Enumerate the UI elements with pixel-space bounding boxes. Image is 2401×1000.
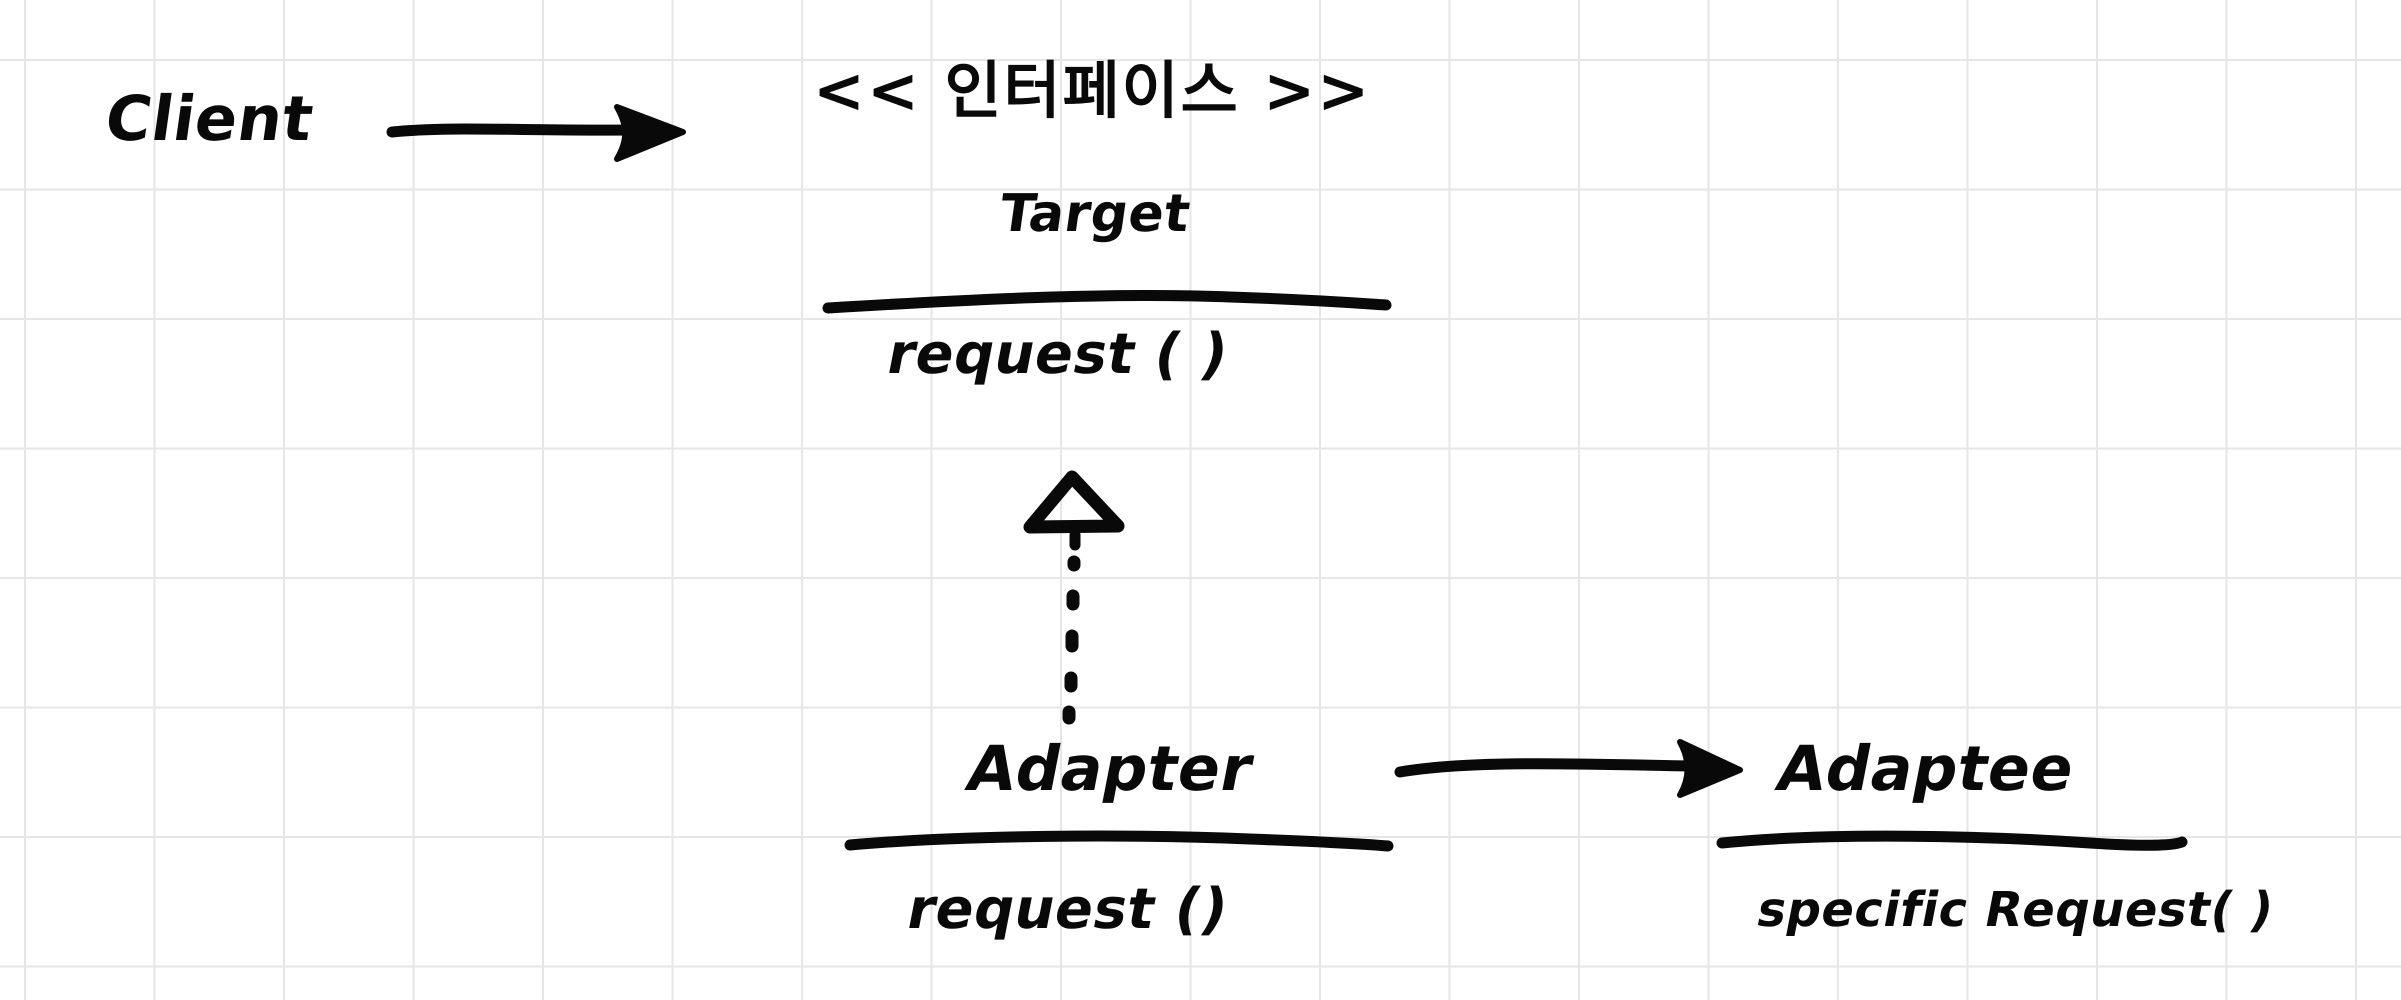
adapter-divider (844, 830, 1394, 852)
dotted-line (1062, 555, 1081, 725)
edge-adapter-to-adaptee (1394, 739, 1743, 798)
node-target-method-request: request ( ) (881, 322, 1234, 387)
node-target-name: Target (995, 184, 1195, 244)
node-adapter-name: Adapter (961, 732, 1260, 805)
target-divider (822, 289, 1392, 314)
node-adaptee-method-specific-request: specific Request( ) (1752, 882, 2279, 938)
adaptee-divider (1716, 830, 2188, 851)
edge-client-to-target (386, 104, 686, 162)
node-adapter-method-request: request () (901, 877, 1234, 942)
edge-adapter-to-target (1023, 470, 1125, 725)
node-target-stereotype: << 인터페이스 >> (813, 54, 1372, 127)
node-client-label: Client (100, 82, 319, 155)
node-adaptee-name: Adaptee (1771, 732, 2082, 805)
